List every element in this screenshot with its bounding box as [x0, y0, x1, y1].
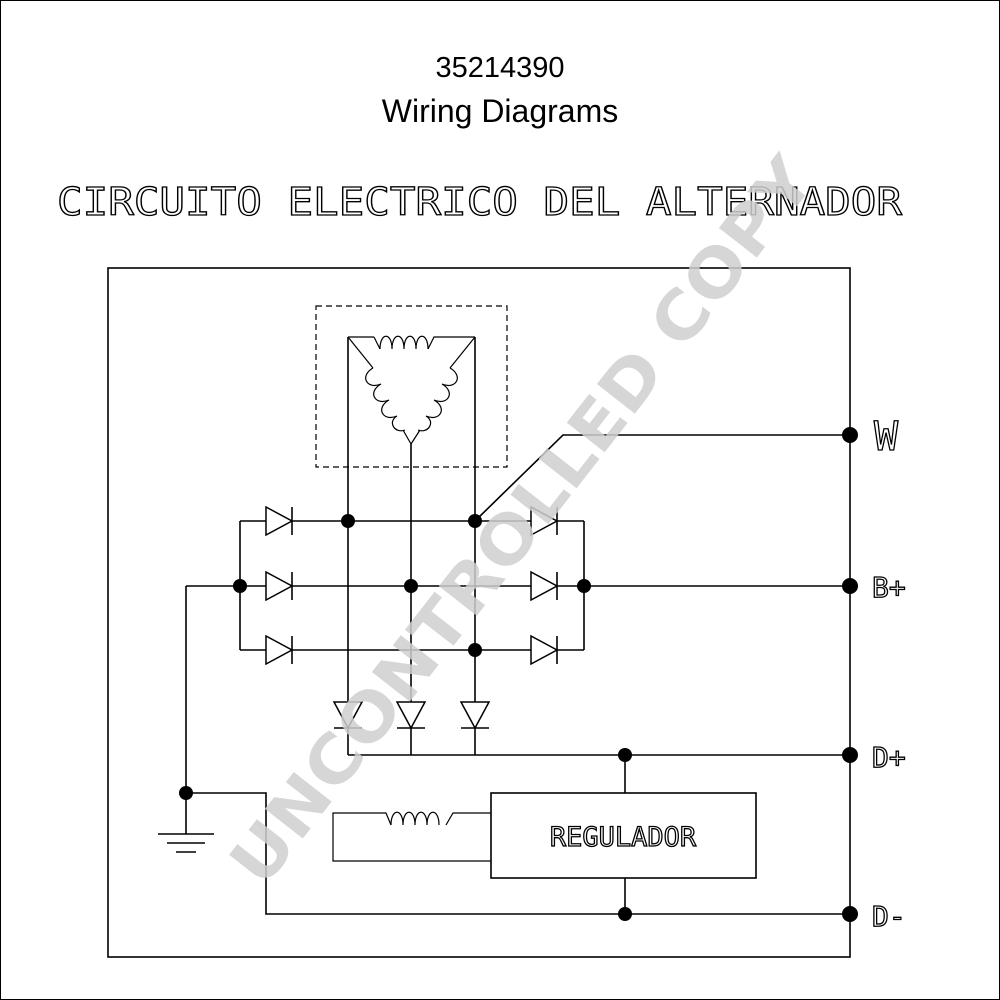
b-plus-terminal-label: B+	[872, 571, 906, 604]
rectifier-diode	[530, 571, 558, 601]
regulator-box	[490, 792, 757, 879]
rectifier-diode	[265, 571, 293, 601]
junction-dots	[179, 514, 632, 921]
b-plus-terminal	[842, 578, 858, 594]
exciter-diode	[460, 701, 490, 729]
regulator-label: REGULADOR	[550, 822, 697, 853]
part-number: 35214390	[435, 52, 565, 84]
rectifier-diode	[265, 635, 293, 665]
rectifier-diode	[530, 635, 558, 665]
alternator-housing	[107, 267, 851, 958]
stator-enclosure	[315, 305, 508, 468]
w-terminal-wire	[474, 434, 850, 522]
d-minus-terminal	[842, 906, 858, 922]
d-plus-terminal	[842, 747, 858, 763]
stator-winding	[347, 335, 476, 445]
w-terminal-label: W	[874, 414, 899, 460]
diagram-heading: CIRCUITO ELECTRICO DEL ALTERNADOR	[57, 180, 902, 224]
ground-icon	[158, 793, 214, 853]
field-winding	[332, 811, 491, 862]
document-title: Wiring Diagrams	[381, 93, 619, 129]
d-plus-terminal-label: D+	[872, 741, 906, 774]
rectifier-diode	[265, 506, 293, 536]
w-terminal	[842, 427, 858, 443]
d-minus-wire	[186, 792, 850, 915]
d-minus-terminal-label: D-	[872, 900, 906, 933]
